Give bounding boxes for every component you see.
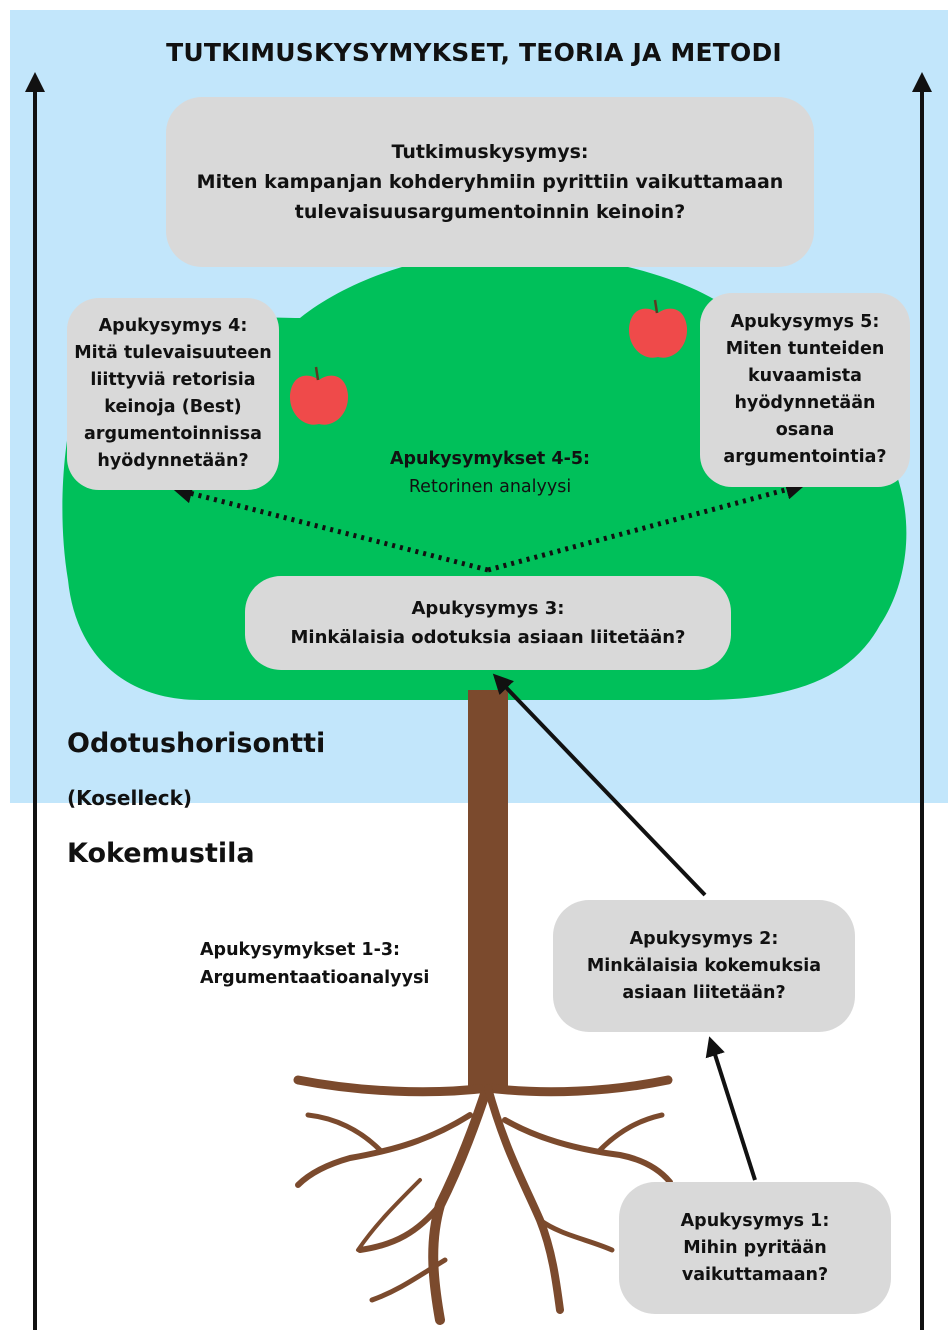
experience-label: Kokemustila: [67, 838, 255, 869]
question-3-heading: Apukysymys 3:: [411, 598, 565, 619]
question-4-line: keinoja (Best): [104, 397, 242, 417]
question-4-box: Apukysymys 4: Mitä tulevaisuuteen liitty…: [67, 298, 279, 490]
question-5-line: argumentointia?: [723, 447, 887, 467]
tree-trunk: [468, 690, 508, 1090]
method-4-5-heading: Apukysymykset 4-5:: [389, 449, 591, 469]
main-question-heading: Tutkimuskysymys:: [391, 141, 589, 163]
method-1-3-heading: Apukysymykset 1-3:: [200, 940, 401, 960]
main-question-line-1: Miten kampanjan kohderyhmiin pyrittiin v…: [196, 171, 784, 193]
question-3-box: Apukysymys 3: Minkälaisia odotuksia asia…: [245, 576, 731, 670]
question-4-line: hyödynnetään?: [97, 451, 249, 471]
question-4-line: Mitä tulevaisuuteen: [74, 343, 272, 363]
question-2-box: Apukysymys 2: Minkälaisia kokemuksia asi…: [553, 900, 855, 1032]
tree-roots: [293, 1075, 673, 1325]
question-5-line: Miten tunteiden: [725, 339, 885, 359]
question-2-line: asiaan liitetään?: [622, 982, 786, 1003]
method-4-5-name: Retorinen analyysi: [408, 477, 572, 497]
arrow-q1-to-q2: [705, 1036, 757, 1181]
koselleck-label: (Koselleck): [67, 786, 193, 810]
dotted-arrow-to-q4: [172, 483, 489, 573]
question-5-box: Apukysymys 5: Miten tunteiden kuvaamista…: [700, 293, 910, 487]
apple-right: [628, 299, 688, 358]
question-3-line: Minkälaisia odotuksia asiaan liitetään?: [290, 627, 686, 648]
method-1-3-name: Argumentaatioanalyysi: [200, 968, 430, 988]
question-1-box: Apukysymys 1: Mihin pyritään vaikuttamaa…: [619, 1182, 891, 1314]
question-4-line: liittyviä retorisia: [90, 370, 256, 390]
question-5-heading: Apukysymys 5:: [730, 312, 880, 332]
question-4-heading: Apukysymys 4:: [98, 316, 248, 336]
main-question-line-2: tulevaisuusargumentoinnin keinoin?: [294, 201, 686, 223]
question-2-line: Minkälaisia kokemuksia: [586, 955, 822, 976]
question-1-line: vaikuttamaan?: [681, 1264, 829, 1285]
apple-left: [289, 366, 349, 425]
dotted-arrow-to-q5: [487, 479, 806, 573]
question-5-line: hyödynnetään: [734, 393, 876, 413]
arrow-q2-to-q3: [492, 673, 707, 897]
method-1-3-label: Apukysymykset 1-3: Argumentaatioanalyysi: [200, 936, 429, 992]
main-question-box: Tutkimuskysymys: Miten kampanjan kohdery…: [166, 97, 814, 267]
question-1-line: Mihin pyritään: [683, 1237, 827, 1258]
method-4-5-label: Apukysymykset 4-5: Retorinen analyysi: [360, 445, 620, 501]
page-title: TUTKIMUSKYSYMYKSET, TEORIA JA METODI: [166, 38, 782, 67]
question-4-line: argumentoinnissa: [84, 424, 262, 444]
horizon-label: Odotushorisontti: [67, 728, 326, 759]
question-5-line: osana: [775, 420, 835, 440]
question-5-line: kuvaamista: [748, 366, 862, 386]
question-2-heading: Apukysymys 2:: [629, 928, 779, 949]
question-1-heading: Apukysymys 1:: [680, 1210, 830, 1231]
